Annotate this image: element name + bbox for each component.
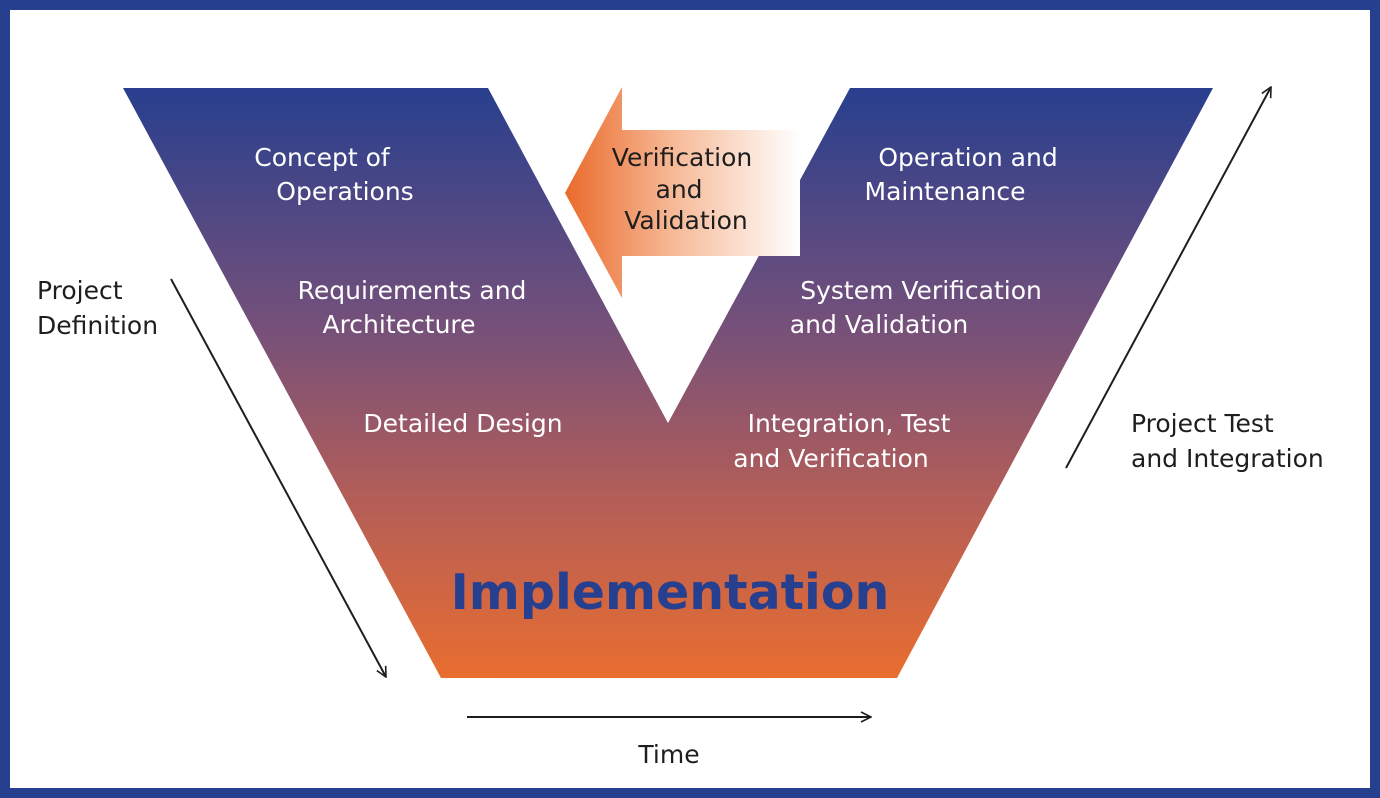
project-test-integration-arrow <box>1065 87 1272 469</box>
detailed-design-label: Detailed Design <box>363 409 562 438</box>
project-definition-arrow <box>170 278 387 677</box>
operation-maintenance-label: Operation and Maintenance <box>865 143 1066 206</box>
time-label: Time <box>637 740 699 769</box>
project-test-integration-label: Project Test and Integration <box>1131 409 1324 473</box>
verification-validation-label: Verification and Validation <box>612 143 760 235</box>
system-verification-validation-label: System Verification and Validation <box>790 276 1050 339</box>
requirements-architecture-label: Requirements and Architecture <box>298 276 535 339</box>
verification-arrow-shape <box>565 87 800 298</box>
project-definition-label: Project Definition <box>37 276 158 340</box>
v-shape <box>123 88 1213 678</box>
implementation-label: Implementation <box>451 564 890 621</box>
integration-test-verification-label: Integration, Test and Verification <box>733 409 958 473</box>
concept-of-operations-label: Concept of Operations <box>254 143 413 206</box>
